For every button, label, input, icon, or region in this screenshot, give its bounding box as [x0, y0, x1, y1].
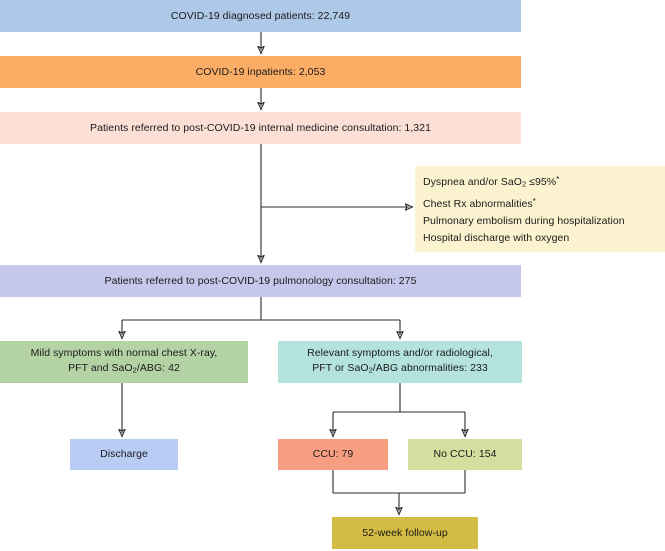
node-internal-medicine-referral: Patients referred to post-COVID-19 inter…	[0, 112, 521, 144]
node-discharge-label: Discharge	[100, 448, 148, 460]
criteria-item-chest-rx: Chest Rx abnormalities*	[423, 196, 536, 210]
merge-ccu-noccu	[332, 470, 466, 494]
node-52-week-followup: 52-week follow-up	[332, 517, 478, 549]
node-inpatients: COVID-19 inpatients: 2,053	[0, 56, 521, 88]
node-followup-label: 52-week follow-up	[362, 526, 448, 539]
node-pulmonology-referral: Patients referred to post-COVID-19 pulmo…	[0, 265, 521, 297]
criteria-item-discharge-oxygen: Hospital discharge with oxygen	[423, 231, 570, 244]
node-diagnosed-label: COVID-19 diagnosed patients: 22,749	[170, 9, 351, 22]
node-relevant-text: Relevant symptoms and/or radiological, P…	[284, 346, 516, 378]
split-relevant	[333, 383, 465, 413]
criteria-item-pulmonary-embolism: Pulmonary embolism during hospitalizatio…	[423, 214, 625, 227]
node-inpatients-label: COVID-19 inpatients: 2,053	[195, 65, 326, 78]
criteria-item-dyspnea: Dyspnea and/or SaO2 ≤95%*	[423, 175, 560, 189]
subscript-2: 2	[521, 179, 527, 189]
node-mild-symptoms: Mild symptoms with normal chest X-ray, P…	[0, 341, 248, 383]
node-no-ccu: No CCU: 154	[408, 439, 522, 470]
subscript-2: 2	[132, 365, 137, 375]
node-referral-criteria: Dyspnea and/or SaO2 ≤95%* Chest Rx abnor…	[415, 166, 665, 252]
node-pulmonology-label: Patients referred to post-COVID-19 pulmo…	[104, 274, 417, 287]
node-mild-text: Mild symptoms with normal chest X-ray, P…	[6, 346, 242, 378]
node-diagnosed-patients: COVID-19 diagnosed patients: 22,749	[0, 0, 521, 32]
node-no-ccu-label: No CCU: 154	[433, 448, 497, 460]
node-relevant-line2: PFT or SaO2/ABG abnormalities: 233	[312, 362, 488, 375]
node-mild-line2: PFT and SaO2/ABG: 42	[68, 362, 180, 375]
asterisk-marker: *	[532, 196, 536, 206]
criteria-list: Dyspnea and/or SaO2 ≤95%* Chest Rx abnor…	[423, 171, 657, 246]
node-discharge: Discharge	[70, 439, 178, 470]
split-pulmonology	[122, 297, 400, 321]
node-mild-line1: Mild symptoms with normal chest X-ray,	[30, 347, 218, 360]
node-relevant-line1: Relevant symptoms and/or radiological,	[307, 347, 493, 360]
asterisk-marker: *	[556, 175, 560, 185]
node-relevant-symptoms: Relevant symptoms and/or radiological, P…	[278, 341, 522, 383]
subscript-2: 2	[368, 365, 373, 375]
node-ccu: CCU: 79	[278, 439, 388, 470]
node-ccu-label: CCU: 79	[312, 448, 354, 460]
node-internal-medicine-label: Patients referred to post-COVID-19 inter…	[90, 121, 431, 134]
